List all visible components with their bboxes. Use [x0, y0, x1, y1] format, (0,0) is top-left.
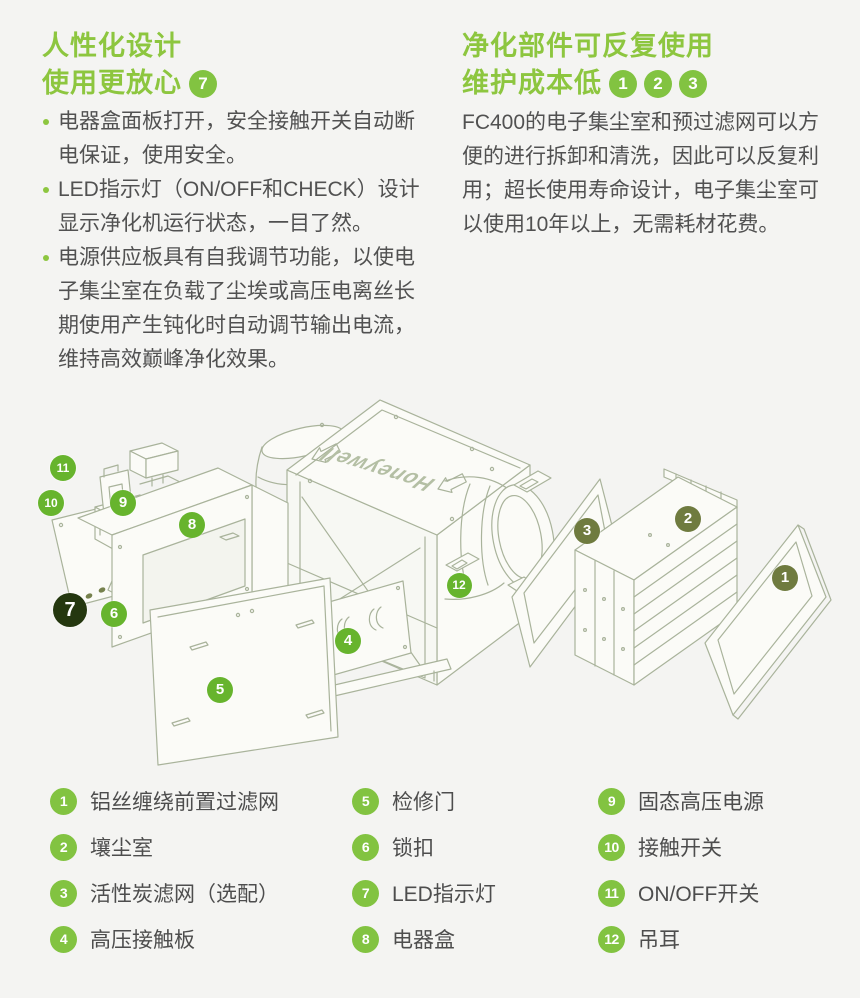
bullet-dot-icon [43, 187, 49, 193]
legend-item: 4 高压接触板 [50, 916, 279, 962]
led-screws-drawing [85, 587, 106, 599]
legend-item: 1 铝丝缠绕前置过滤网 [50, 778, 279, 824]
onoff-switch-drawing [129, 442, 181, 487]
diagram-callout-1: 1 [772, 565, 798, 591]
legend-label: 检修门 [392, 791, 455, 814]
bullet-item: 电源供应板具有自我调节功能，以使电子集尘室在负载了尘埃或高压电离丝长期使用产生钝… [42, 241, 430, 377]
parts-legend: 1 铝丝缠绕前置过滤网 2 壤尘室 3 活性炭滤网（选配） 4 高压接触板 5 检修门 6… [0, 778, 860, 978]
exploded-diagram-drawing: Honeywell [51, 399, 832, 766]
bullet-item: 电器盒面板打开，安全接触开关自动断电保证，使用安全。 [42, 105, 430, 173]
legend-label: 壤尘室 [90, 837, 153, 860]
bullet-text: 电器盒面板打开，安全接触开关自动断电保证，使用安全。 [58, 110, 415, 167]
legend-badge: 11 [598, 879, 625, 907]
legend-column: 5 检修门 6 锁扣 7 LED指示灯 8 电器盒 [352, 778, 496, 962]
legend-badge: 2 [50, 833, 77, 861]
exploded-diagram: Honeywell [0, 385, 860, 780]
legend-badge: 12 [598, 925, 625, 953]
bullet-dot-icon [43, 255, 49, 261]
legend-item: 11 ON/OFF开关 [598, 870, 764, 916]
heading-badge-2: 2 [644, 70, 672, 98]
legend-badge: 10 [598, 833, 625, 861]
heading-badge-3: 3 [679, 70, 707, 98]
legend-item: 8 电器盒 [352, 916, 496, 962]
right-heading-line1: 净化部件可反复使用 [462, 31, 714, 61]
heading-badge-7: 7 [189, 70, 217, 98]
legend-badge: 6 [352, 833, 379, 861]
bullet-text: 电源供应板具有自我调节功能，以使电子集尘室在负载了尘埃或高压电离丝长期使用产生钝… [58, 246, 415, 371]
access-door-drawing [149, 577, 339, 766]
diagram-callout-4: 4 [335, 628, 361, 654]
hanging-bracket-drawing [445, 470, 552, 592]
legend-label: 锁扣 [392, 837, 434, 860]
legend-item: 10 接触开关 [598, 824, 764, 870]
legend-label: 活性炭滤网（选配） [90, 883, 279, 906]
bullet-item: LED指示灯（ON/OFF和CHECK）设计显示净化机运行状态，一目了然。 [42, 173, 430, 241]
legend-badge: 9 [598, 787, 625, 815]
legend-item: 6 锁扣 [352, 824, 496, 870]
legend-label: ON/OFF开关 [638, 883, 760, 906]
legend-badge: 5 [352, 787, 379, 815]
diagram-callout-6: 6 [101, 601, 127, 627]
legend-label: 铝丝缠绕前置过滤网 [90, 791, 279, 814]
diagram-callout-3: 3 [574, 518, 600, 544]
right-heading-line2: 维护成本低 [462, 68, 602, 98]
diagram-callout-11: 11 [50, 455, 76, 481]
diagram-callout-10: 10 [38, 490, 64, 516]
legend-badge: 4 [50, 925, 77, 953]
diagram-callout-9: 9 [110, 490, 136, 516]
left-heading-line2: 使用更放心 [42, 68, 182, 98]
legend-badge: 7 [352, 879, 379, 907]
legend-label: 高压接触板 [90, 929, 195, 952]
legend-label: 电器盒 [392, 929, 455, 952]
diagram-callout-2: 2 [675, 506, 701, 532]
legend-column: 1 铝丝缠绕前置过滤网 2 壤尘室 3 活性炭滤网（选配） 4 高压接触板 [50, 778, 279, 962]
legend-item: 12 吊耳 [598, 916, 764, 962]
legend-item: 3 活性炭滤网（选配） [50, 870, 279, 916]
diagram-callout-5: 5 [207, 677, 233, 703]
dust-cell-drawing [574, 468, 738, 686]
airflow-arrow-icon [311, 443, 341, 464]
legend-badge: 8 [352, 925, 379, 953]
right-paragraph: FC400的电子集尘室和预过滤网可以方便的进行拆卸和清洗，因此可以反复利用；超长… [462, 111, 820, 236]
legend-column: 9 固态高压电源 10 接触开关 11 ON/OFF开关 12 吊耳 [598, 778, 764, 962]
feature-bullet-list: 电器盒面板打开，安全接触开关自动断电保证，使用安全。 LED指示灯（ON/OFF… [42, 105, 434, 377]
diagram-callout-8: 8 [179, 512, 205, 538]
legend-label: 吊耳 [638, 929, 680, 952]
airflow-arrow-icon [437, 473, 467, 494]
legend-item: 7 LED指示灯 [352, 870, 496, 916]
legend-label: 固态高压电源 [638, 791, 764, 814]
legend-badge: 1 [50, 787, 77, 815]
legend-item: 5 检修门 [352, 778, 496, 824]
legend-label: 接触开关 [638, 837, 722, 860]
diagram-callout-7: 7 [53, 593, 87, 627]
bullet-text: LED指示灯（ON/OFF和CHECK）设计显示净化机运行状态，一目了然。 [58, 178, 420, 235]
legend-badge: 3 [50, 879, 77, 907]
legend-item: 9 固态高压电源 [598, 778, 764, 824]
heading-badge-1: 1 [609, 70, 637, 98]
legend-label: LED指示灯 [392, 883, 496, 906]
bullet-dot-icon [43, 119, 49, 125]
diagram-callout-12: 12 [446, 572, 472, 598]
legend-item: 2 壤尘室 [50, 824, 279, 870]
left-heading-line1: 人性化设计 [42, 31, 182, 61]
